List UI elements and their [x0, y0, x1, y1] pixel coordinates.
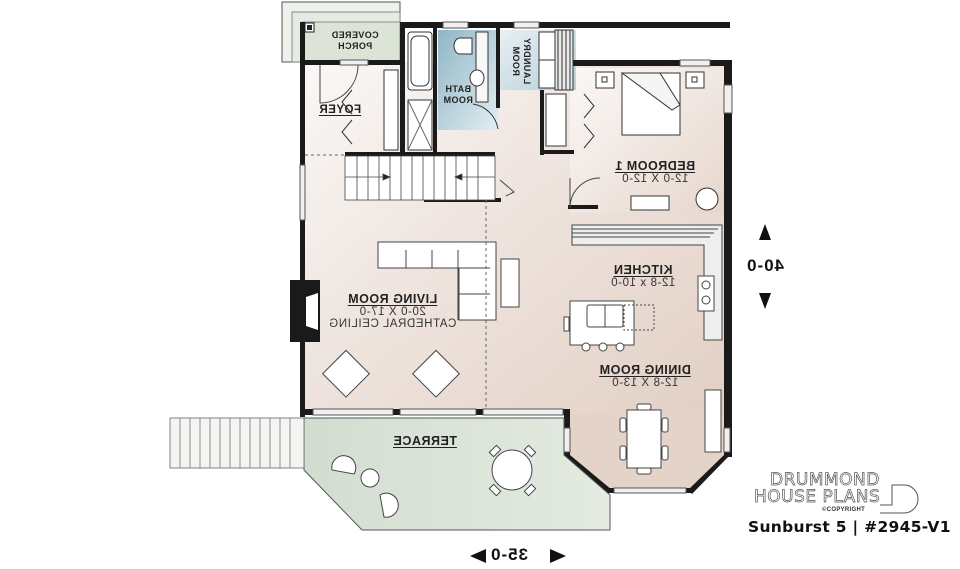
kitchen-name: KITCHEN [613, 263, 673, 277]
width-dimension: 35-0 [490, 545, 529, 564]
laundry-label: LAUNDRY ROOM [510, 36, 532, 86]
covered-porch [281, 1, 401, 63]
bath-fixtures [407, 31, 499, 151]
covered-porch-label-line1: COVERED [331, 30, 379, 40]
bedroom-furniture [595, 71, 719, 211]
bedroom-1-label: BEDROOM 1 12-0 X 12-0 [600, 159, 710, 185]
laundry-machines [538, 29, 574, 91]
stairs [344, 155, 496, 201]
windows [299, 21, 733, 494]
copyright-label: ©COPYRIGHT [822, 507, 866, 513]
foyer-label: FOYER [318, 104, 362, 116]
brand-line1: DRUMMOND [770, 470, 880, 491]
dining-room-name: DINING ROOM [599, 363, 691, 377]
laundry-label-line1: LAUNDRY [522, 37, 532, 85]
brand-logo-mark [880, 484, 919, 514]
plan-title: Sunburst 5 | #2945-V1 [748, 518, 951, 536]
brand-line2: HOUSE PLANS [754, 487, 881, 508]
terrace-label: TERRACE [393, 434, 457, 448]
bedroom-1-size: 12-0 X 12-0 [621, 173, 689, 185]
dining-room-size: 12-8 X 13-0 [611, 377, 679, 389]
bedroom-1-name: BEDROOM 1 [614, 159, 696, 173]
bathroom-label-line2: ROOM [443, 95, 473, 105]
living-room-name: LIVING ROOM [347, 292, 438, 306]
living-room-note: CATHEDRAL CEILING [328, 318, 457, 330]
kitchen-size: 12-8 x 10-0 [610, 277, 676, 289]
depth-dimension: 40-0 [746, 256, 785, 275]
living-room-label: LIVING ROOM 20-0 X 17-0 CATHEDRAL CEILIN… [325, 292, 460, 330]
doors [319, 64, 601, 209]
bathroom-label-line1: BATH [445, 84, 471, 94]
dining-furniture [619, 389, 722, 475]
laundry-label-line2: ROOM [511, 46, 521, 76]
covered-porch-label-line2: PORCH [337, 41, 373, 51]
covered-porch-label: COVERED PORCH [320, 30, 390, 52]
living-furniture [305, 154, 520, 409]
dining-room-label: DINING ROOM 12-8 X 13-0 [590, 363, 700, 389]
kitchen-label: KITCHEN 12-8 x 10-0 [598, 263, 688, 289]
terrace [169, 417, 611, 531]
dimension-arrows [470, 224, 771, 563]
living-room-size: 20-0 X 17-0 [359, 306, 426, 318]
closets [341, 69, 595, 151]
kitchen-counters [563, 224, 723, 352]
bathroom-label: BATH ROOM [440, 84, 476, 106]
